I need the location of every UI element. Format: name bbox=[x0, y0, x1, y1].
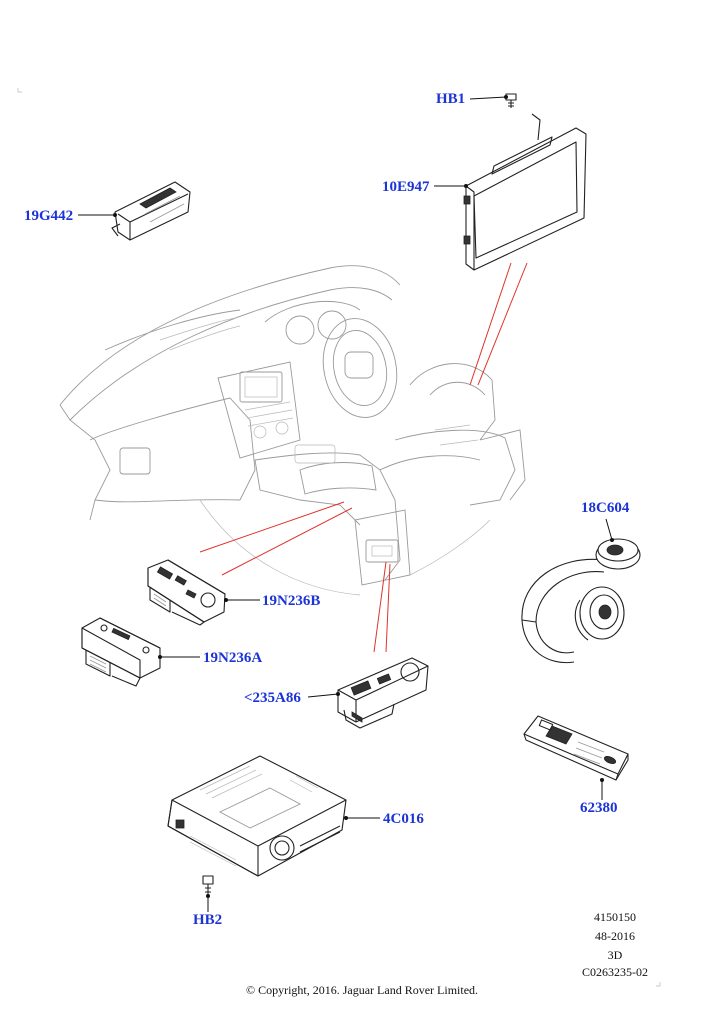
screw-hb2[interactable] bbox=[202, 875, 214, 896]
reference-number: 4150150 bbox=[594, 910, 636, 924]
callout-18c604[interactable]: 18C604 bbox=[581, 500, 630, 516]
callout-10e947[interactable]: 10E947 bbox=[382, 179, 430, 195]
switch-panel-19n236a[interactable] bbox=[81, 617, 161, 687]
reference-drawing-id: C0263235-02 bbox=[582, 965, 648, 979]
callout-hb2[interactable]: HB2 bbox=[193, 912, 223, 928]
amplifier-module-4c016[interactable] bbox=[167, 755, 347, 877]
remote-control-62380[interactable] bbox=[523, 715, 629, 781]
callout-leaders bbox=[78, 95, 614, 912]
headphones-18c604[interactable] bbox=[521, 538, 641, 664]
reference-date: 48-2016 bbox=[595, 929, 635, 943]
display-unit-10e947[interactable] bbox=[463, 113, 587, 271]
copyright-notice: © Copyright, 2016. Jaguar Land Rover Lim… bbox=[245, 983, 479, 997]
reference-view: 3D bbox=[607, 948, 623, 962]
callout-235a86[interactable]: <235A86 bbox=[244, 690, 301, 706]
callout-62380[interactable]: 62380 bbox=[580, 800, 618, 816]
socket-panel-235a86[interactable] bbox=[337, 657, 429, 729]
crop-marks bbox=[17, 88, 661, 987]
vehicle-interior-illustration bbox=[59, 265, 526, 596]
callout-4c016[interactable]: 4C016 bbox=[383, 811, 424, 827]
callout-19n236b[interactable]: 19N236B bbox=[262, 593, 321, 609]
callout-hb1[interactable]: HB1 bbox=[436, 91, 466, 107]
location-leaders bbox=[199, 262, 528, 653]
module-19g442[interactable] bbox=[111, 181, 191, 241]
callout-19n236a[interactable]: 19N236A bbox=[203, 650, 263, 666]
callout-19g442[interactable]: 19G442 bbox=[24, 208, 74, 224]
switch-panel-19n236b[interactable] bbox=[147, 559, 226, 626]
